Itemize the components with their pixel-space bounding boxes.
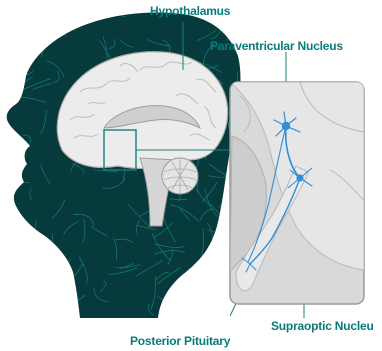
head-texture-strand (7, 85, 16, 90)
head-texture-strand (174, 292, 189, 314)
head-texture-strand (0, 0, 6, 21)
head-texture-strand (196, 264, 216, 271)
head-texture-strand (191, 270, 206, 279)
label-posterior-pituitary: Posterior Pituitary (130, 334, 230, 348)
head-texture-strand (27, 45, 36, 51)
label-paraventricular-nucleus: Paraventricular Nucleus (210, 39, 343, 53)
head-texture-strand (0, 295, 4, 310)
head-texture-strand (21, 16, 25, 42)
head-texture-strand (29, 17, 52, 21)
head-texture-strand (25, 2, 51, 16)
zoom-panel (230, 82, 364, 304)
head-texture-strand (53, 18, 66, 36)
head-texture-strand (28, 296, 41, 297)
head-texture-strand (12, 176, 22, 181)
head-texture-strand (4, 261, 12, 269)
head-texture-strand (239, 71, 254, 72)
head-texture-strand (22, 25, 41, 28)
label-hypothalamus: Hypothalamus (150, 4, 230, 18)
head-texture-strand (24, 38, 47, 43)
paraventricular-neuron (282, 122, 290, 130)
cerebellum (162, 158, 198, 194)
head-texture-strand (212, 262, 218, 285)
head-texture-strand (13, 49, 24, 57)
label-supraoptic-nucleus: Supraoptic Nucleu (271, 319, 374, 333)
head-texture-strand (0, 59, 6, 77)
head-texture-strand (234, 0, 237, 16)
head-texture-strand (243, 20, 257, 31)
head-texture-strand (88, 0, 99, 15)
head-texture-strand (31, 295, 49, 314)
head-texture-strand (201, 299, 209, 307)
head-texture-strand (49, 295, 67, 310)
head-texture-strand (8, 222, 16, 248)
supraoptic-neuron (296, 174, 303, 181)
head-texture-strand (0, 85, 18, 93)
